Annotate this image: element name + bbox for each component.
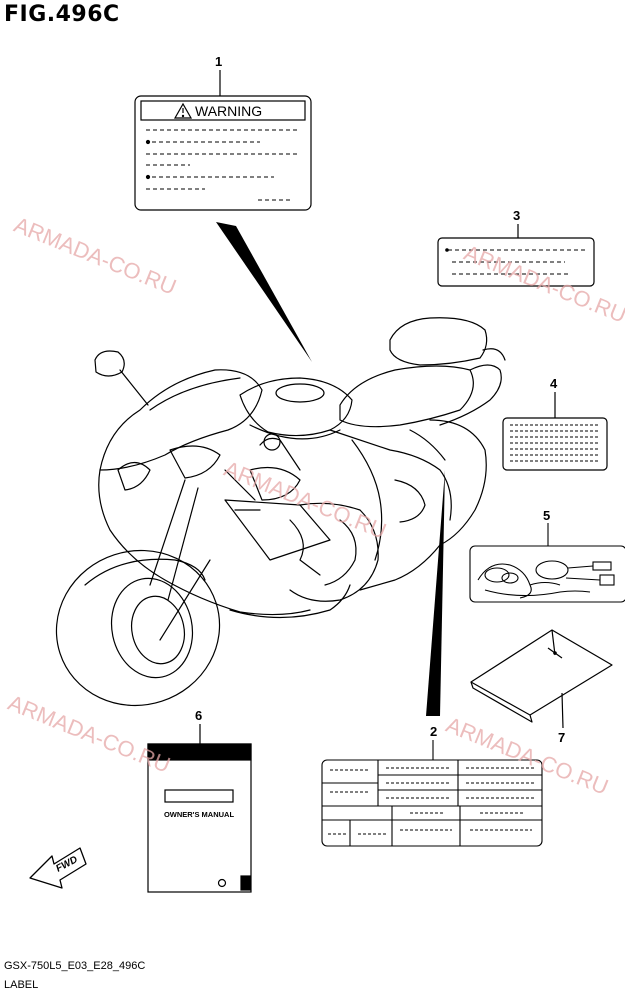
callout-5: 5 bbox=[543, 508, 551, 523]
callout-3: 3 bbox=[513, 208, 521, 223]
document-envelope bbox=[470, 629, 613, 729]
motorcycle-outline bbox=[55, 317, 506, 707]
callout-4: 4 bbox=[550, 376, 558, 391]
warning-label-header: WARNING bbox=[195, 103, 262, 119]
owners-manual bbox=[147, 724, 252, 893]
callout-6: 6 bbox=[195, 708, 203, 723]
callout-7: 7 bbox=[558, 730, 566, 745]
section-name: LABEL bbox=[4, 979, 39, 991]
callout-2: 2 bbox=[430, 724, 438, 739]
information-label-table bbox=[321, 740, 543, 847]
wiring-diagram-label bbox=[469, 523, 625, 603]
figure-title: FIG.496C bbox=[4, 2, 120, 27]
callout-1: 1 bbox=[215, 54, 223, 69]
caution-label bbox=[437, 224, 595, 287]
pointer-wedge-2 bbox=[426, 470, 445, 716]
fwd-arrow-icon: FWD bbox=[29, 847, 87, 889]
warning-label bbox=[134, 70, 312, 211]
pointer-wedge-1 bbox=[216, 222, 312, 362]
model-code: GSX-750L5_E03_E28_496C bbox=[4, 960, 146, 972]
owners-manual-title: OWNER'S MANUAL bbox=[164, 810, 235, 819]
info-label-small bbox=[502, 392, 608, 471]
